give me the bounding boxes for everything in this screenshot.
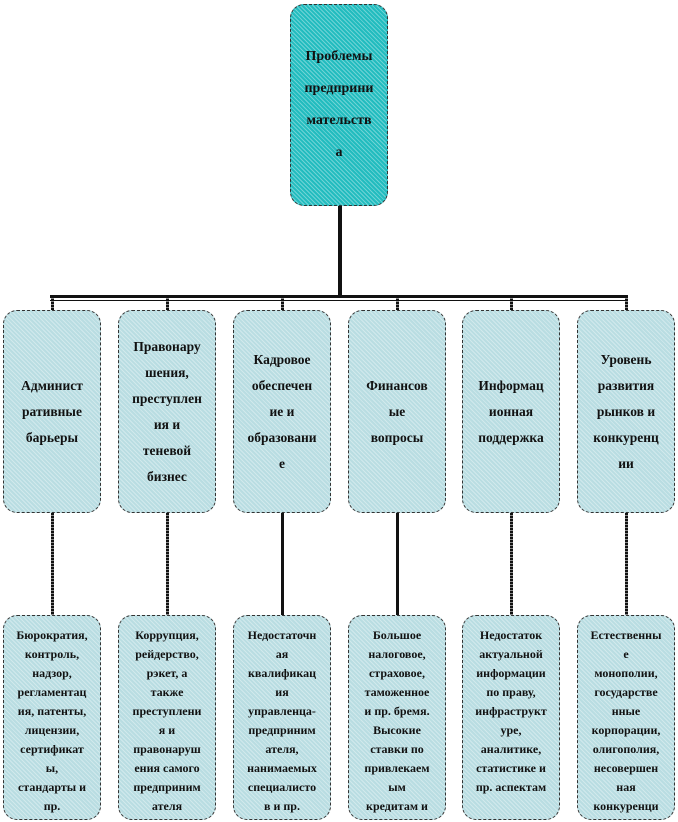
branch-connector: [510, 296, 513, 310]
branch-bar-lower: [50, 300, 628, 301]
detail-connector: [396, 513, 399, 615]
detail-connector: [510, 513, 513, 615]
detail-connector: [625, 513, 628, 615]
detail-node: Недостаточн ая квалификац ия управленца-…: [233, 615, 331, 820]
branch-connector: [166, 296, 169, 310]
trunk-line: [338, 206, 342, 296]
branch-connector: [281, 296, 284, 310]
detail-node: Коррупция, рейдерство, рэкет, а также пр…: [118, 615, 216, 820]
root-node: Проблемы предприни мательств а: [290, 4, 388, 206]
branch-connector: [396, 296, 399, 310]
branch-connector: [51, 296, 54, 310]
detail-connector: [281, 513, 284, 615]
detail-node: Недостаток актуальной информации по прав…: [462, 615, 560, 820]
category-node: Админист ративные барьеры: [3, 310, 101, 513]
detail-connector: [51, 513, 54, 615]
branch-connector: [625, 296, 628, 310]
branch-bar: [50, 295, 628, 298]
detail-node: Большое налоговое, страховое, таможенное…: [348, 615, 446, 820]
category-node: Финансов ые вопросы: [348, 310, 446, 513]
category-node: Информац ионная поддержка: [462, 310, 560, 513]
detail-node: Бюрократия, контроль, надзор, регламента…: [3, 615, 101, 820]
category-node: Кадровое обеспечен ие и образовани е: [233, 310, 331, 513]
category-node: Уровень развития рынков и конкуренц ии: [577, 310, 675, 513]
detail-connector: [166, 513, 169, 615]
detail-node: Естественны е монополии, государстве нны…: [577, 615, 675, 820]
category-node: Правонару шения, преступлен ия и теневой…: [118, 310, 216, 513]
